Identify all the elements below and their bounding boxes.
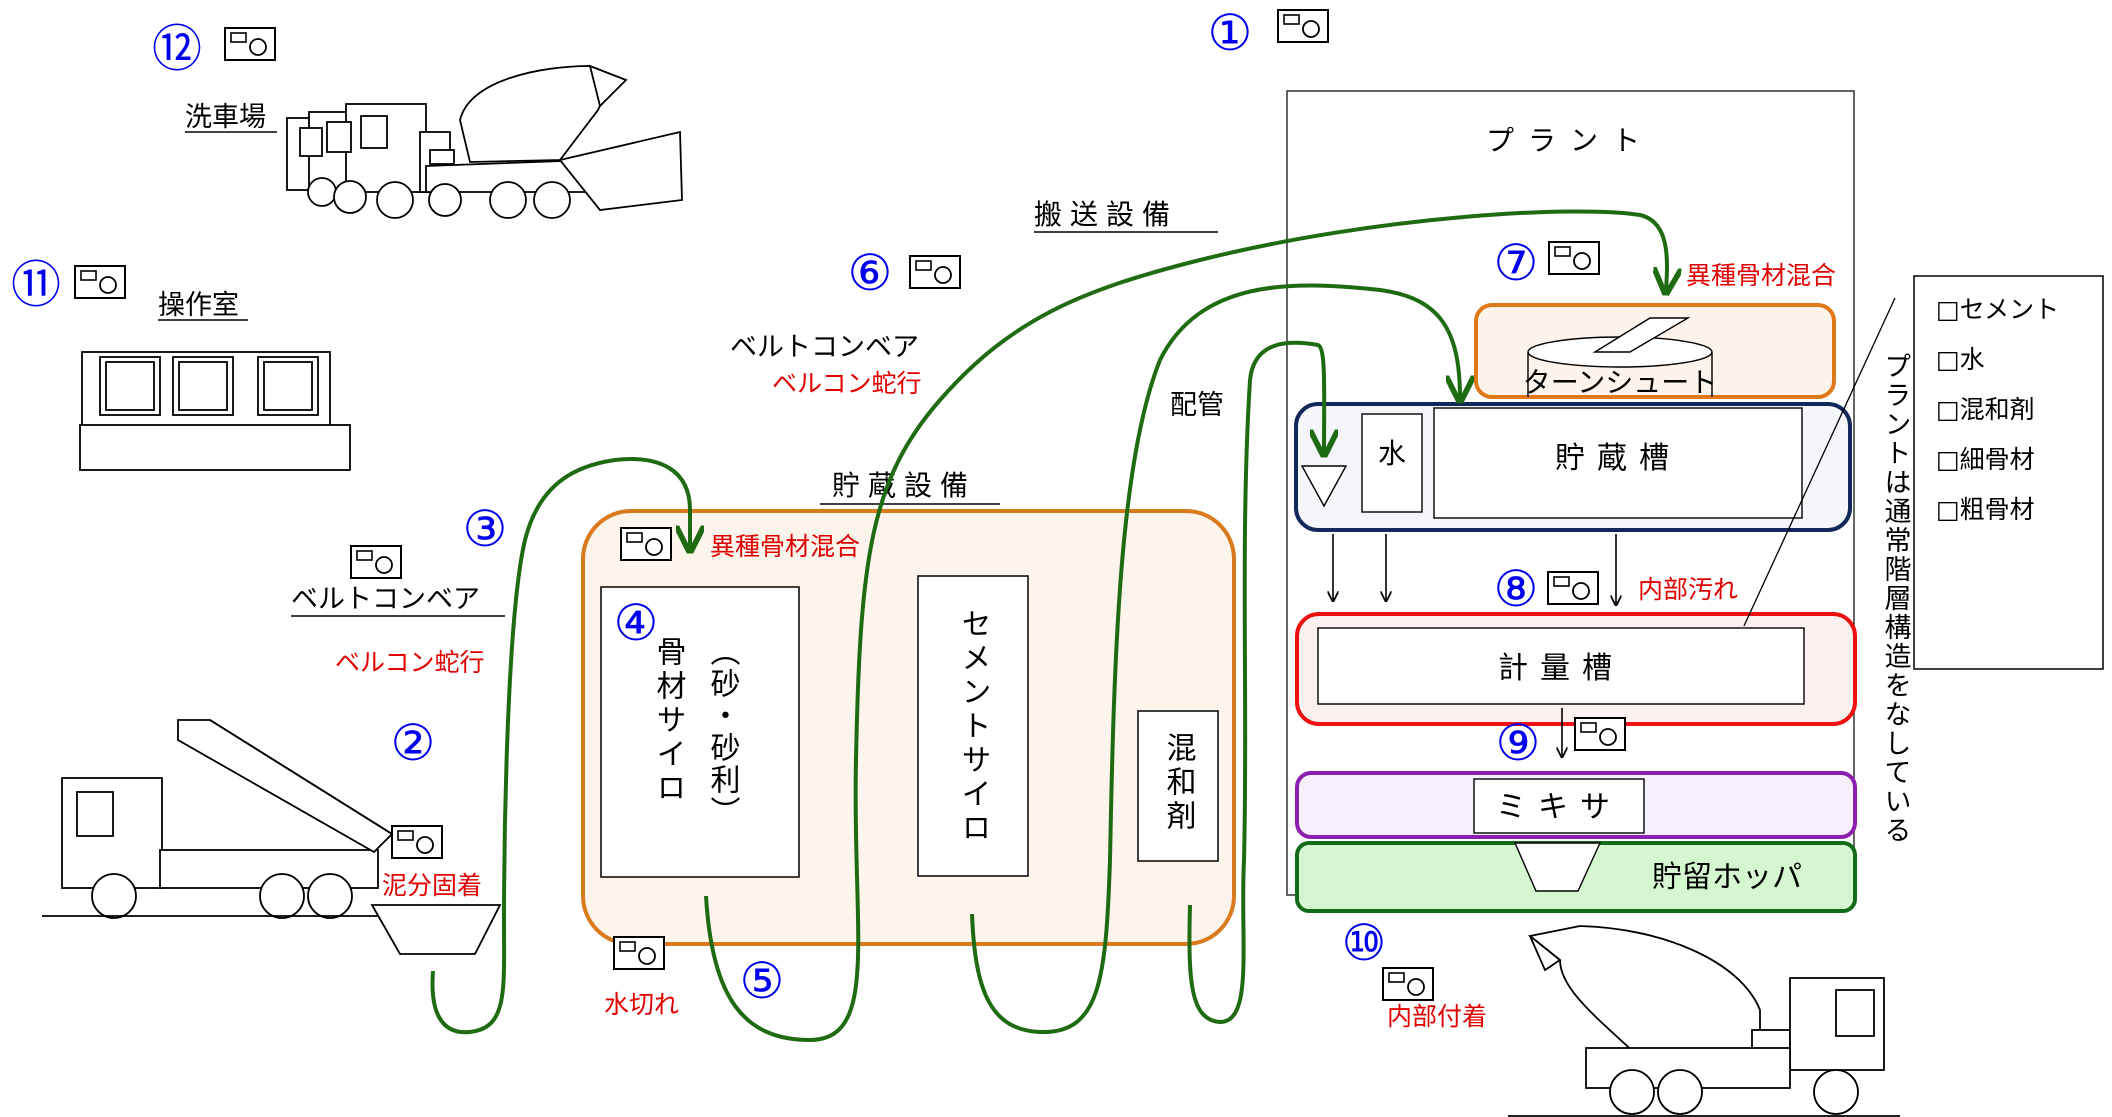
- checklist-item: □水: [1936, 345, 1985, 374]
- step-number-6: ⑥: [848, 244, 893, 302]
- camera-icon: [1547, 571, 1599, 605]
- wash-area-label: 洗車場: [185, 102, 266, 133]
- storage-tank-label: 貯蔵槽: [1555, 441, 1681, 476]
- step-number-2: ②: [391, 714, 436, 772]
- water-label: 水: [1378, 437, 1406, 470]
- note-leader-line: [1743, 297, 1896, 627]
- operation-room-label: 操作室: [158, 290, 239, 321]
- admixture-box: [1137, 710, 1219, 862]
- internal-adhesion-label: 内部付着: [1387, 1002, 1487, 1031]
- step-number-3: ③: [463, 500, 508, 558]
- storage-tank-cell: [1433, 407, 1803, 519]
- step-number-4: ④: [614, 594, 659, 652]
- mixer-label: ミキサ: [1496, 790, 1622, 825]
- operation-room-icon: [79, 351, 351, 471]
- aggregate-silo-box: [600, 586, 800, 878]
- water-cell: [1361, 413, 1423, 513]
- truck-icon: [286, 64, 683, 219]
- material-flow-lines: [430, 209, 1667, 1043]
- camera-icon: [224, 27, 276, 61]
- belcon-meander-label: ベルコン蛇行: [335, 648, 485, 677]
- camera-icon: [1382, 967, 1434, 1001]
- internal-dirt-label: 内部汚れ: [1638, 575, 1738, 604]
- plant-label: プラント: [1486, 124, 1654, 157]
- mixed-aggregate-label-1: 異種骨材混合: [710, 532, 860, 561]
- step-number-11: ⑪: [11, 256, 61, 314]
- dump-truck-icon: [42, 719, 398, 919]
- mixer-cell: [1473, 778, 1645, 834]
- belt-conveyor-label-2: ベルトコンベア: [730, 332, 919, 363]
- checklist-item: □粗骨材: [1936, 495, 2035, 524]
- mixer-truck-icon: [1508, 925, 1900, 1117]
- transport-equipment-label: 搬送設備: [1034, 198, 1178, 231]
- checklist-item: □細骨材: [1936, 445, 2035, 474]
- camera-icon: [1548, 241, 1600, 275]
- checklist-item: □セメント: [1936, 295, 2059, 324]
- hopper-icon: [1513, 842, 1602, 892]
- measuring-tank-cell: [1317, 627, 1805, 705]
- mud-adhesion-label: 泥分固着: [382, 871, 482, 900]
- receiving-hopper-icon: [370, 904, 502, 955]
- checklist-item: □混和剤: [1936, 395, 2035, 424]
- admixture-label: 混和剤: [1161, 732, 1197, 834]
- turn-chute-drum-icon: [1527, 317, 1713, 397]
- storage-hopper-label: 貯留ホッパ: [1652, 860, 1802, 895]
- turn-chute-label: ターンシュート: [1523, 366, 1718, 399]
- camera-icon: [1277, 9, 1329, 43]
- camera-icon: [350, 545, 402, 579]
- triangle-icon: [1300, 465, 1348, 508]
- aggregate-silo-label: 骨材サイロ: [651, 636, 687, 806]
- camera-icon: [909, 255, 961, 289]
- checklist-box: [1913, 275, 2104, 670]
- camera-icon: [613, 936, 665, 970]
- step-number-12: ⑫: [152, 20, 202, 78]
- step-number-1: ①: [1208, 4, 1253, 62]
- piping-label: 配管: [1170, 390, 1224, 421]
- mixed-aggregate-label-2: 異種骨材混合: [1686, 261, 1836, 290]
- water-drain-label: 水切れ: [604, 990, 679, 1019]
- belcon-meander-label-2: ベルコン蛇行: [772, 369, 922, 398]
- measuring-tank-label: 計量槽: [1498, 651, 1624, 686]
- camera-icon: [74, 265, 126, 299]
- aggregate-silo-sublabel: （砂・砂利）: [705, 636, 741, 828]
- plant-note: プラントは通常階層構造をなしている: [1880, 352, 1912, 845]
- camera-icon: [1574, 717, 1626, 751]
- step-number-5: ⑤: [740, 952, 785, 1010]
- step-number-9: ⑨: [1496, 714, 1541, 772]
- storage-equipment-label: 貯蔵設備: [832, 469, 976, 502]
- cement-silo-label: セメントサイロ: [956, 608, 991, 846]
- cement-silo-box: [917, 575, 1029, 877]
- belt-conveyor-label: ベルトコンベア: [291, 584, 480, 615]
- step-number-10: ⑩: [1342, 914, 1387, 972]
- camera-icon: [391, 825, 443, 859]
- camera-icon: [620, 527, 672, 561]
- step-number-8: ⑧: [1494, 560, 1539, 618]
- step-number-7: ⑦: [1494, 234, 1539, 292]
